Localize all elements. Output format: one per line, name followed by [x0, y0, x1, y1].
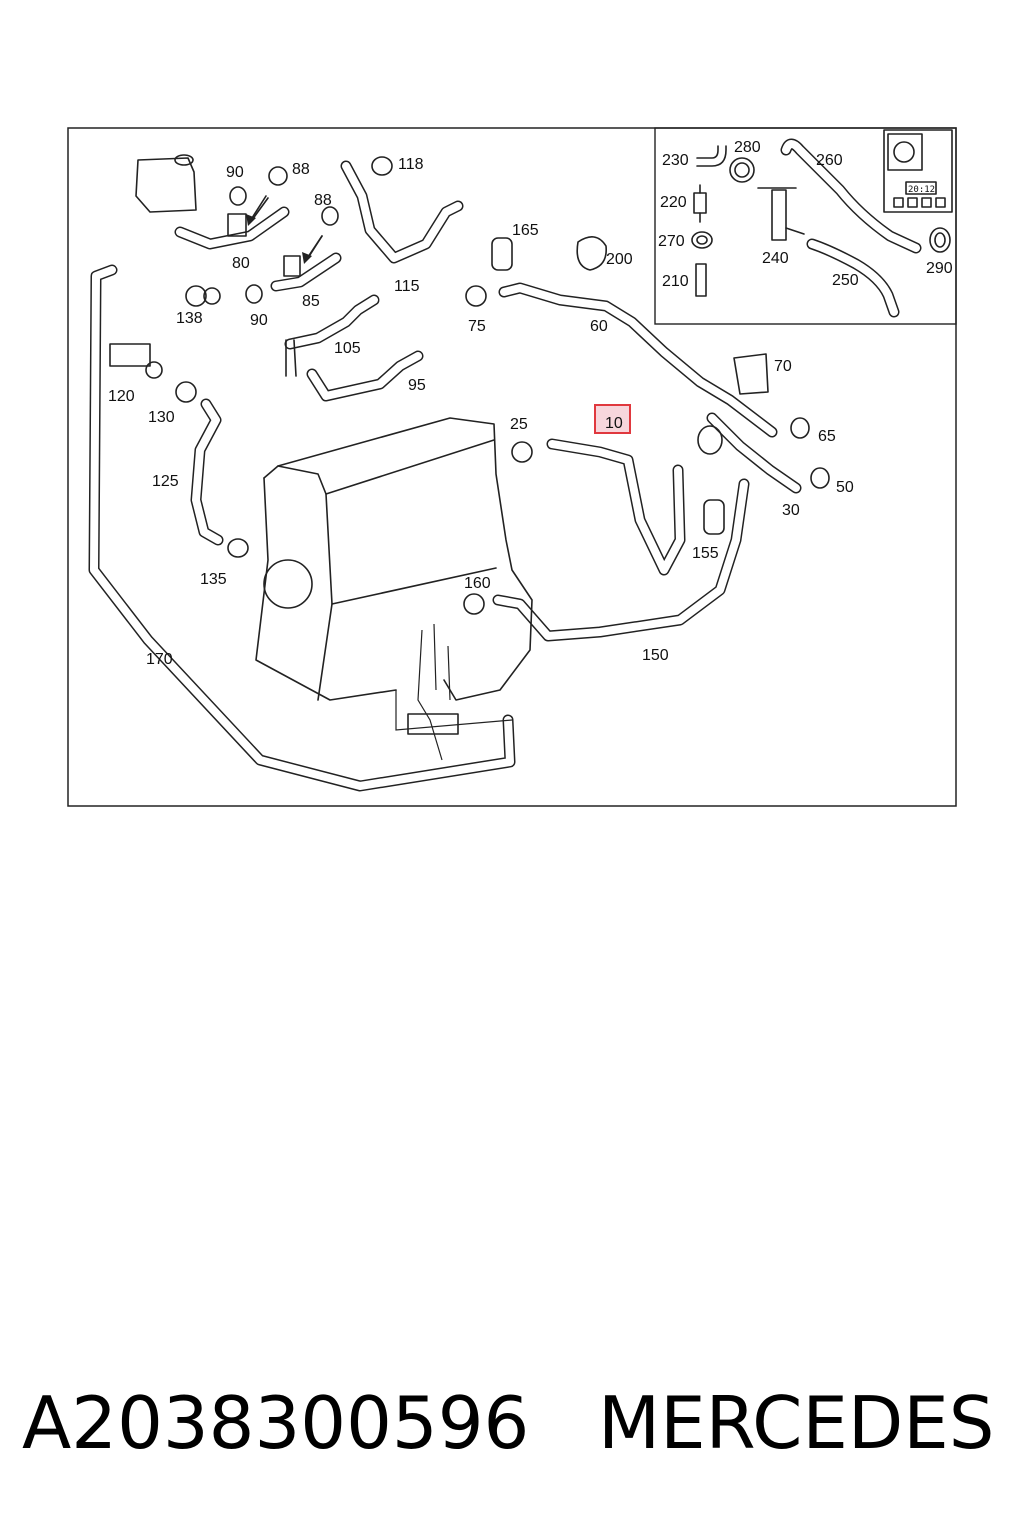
label-120: 120	[108, 388, 135, 405]
label-30: 30	[782, 502, 800, 519]
main-parts	[88, 154, 830, 792]
label-155: 155	[692, 545, 719, 562]
caption-gap	[529, 1381, 598, 1465]
label-90-top: 90	[226, 164, 244, 181]
label-230: 230	[662, 152, 689, 169]
label-240: 240	[762, 250, 789, 267]
inset-parts: 20:12	[691, 129, 953, 318]
brand-name: MERCEDES	[598, 1381, 995, 1465]
label-85: 85	[302, 293, 320, 310]
inset-frame	[654, 127, 957, 325]
timer-display: 20:12	[908, 185, 935, 195]
label-10: 10	[605, 415, 623, 432]
label-250: 250	[832, 272, 859, 289]
label-50: 50	[836, 479, 854, 496]
label-135: 135	[200, 571, 227, 588]
label-95: 95	[408, 377, 426, 394]
pointer-arrows	[246, 197, 323, 264]
label-210: 210	[662, 273, 689, 290]
label-130: 130	[148, 409, 175, 426]
highlight-box-part-10	[594, 404, 631, 434]
label-105: 105	[334, 340, 361, 357]
label-65: 65	[818, 428, 836, 445]
label-25: 25	[510, 416, 528, 433]
label-165: 165	[512, 222, 539, 239]
label-80: 80	[232, 255, 250, 272]
label-75: 75	[468, 318, 486, 335]
label-220: 220	[660, 194, 687, 211]
label-125: 125	[152, 473, 179, 490]
label-170: 170	[146, 651, 173, 668]
part-labels: 230 280 260 220 270 240 250 210 290 90 8…	[108, 139, 953, 668]
label-260: 260	[816, 152, 843, 169]
diagram-frame	[67, 127, 957, 807]
label-115: 115	[394, 278, 420, 295]
label-280: 280	[734, 139, 761, 156]
label-270: 270	[658, 233, 685, 250]
label-90-bottom: 90	[250, 312, 268, 329]
label-88-mid: 88	[314, 192, 332, 209]
label-160: 160	[464, 575, 491, 592]
label-200: 200	[606, 251, 633, 268]
label-138: 138	[176, 310, 203, 327]
label-70: 70	[774, 358, 792, 375]
part-number: A2038300596	[22, 1381, 530, 1465]
label-60: 60	[590, 318, 608, 335]
part-caption: A2038300596 MERCEDES	[22, 1368, 1012, 1478]
label-118: 118	[398, 156, 424, 173]
label-290: 290	[926, 260, 953, 277]
label-150: 150	[642, 647, 669, 664]
label-88-top: 88	[292, 161, 310, 178]
parts-diagram: 20:12	[67, 127, 957, 807]
